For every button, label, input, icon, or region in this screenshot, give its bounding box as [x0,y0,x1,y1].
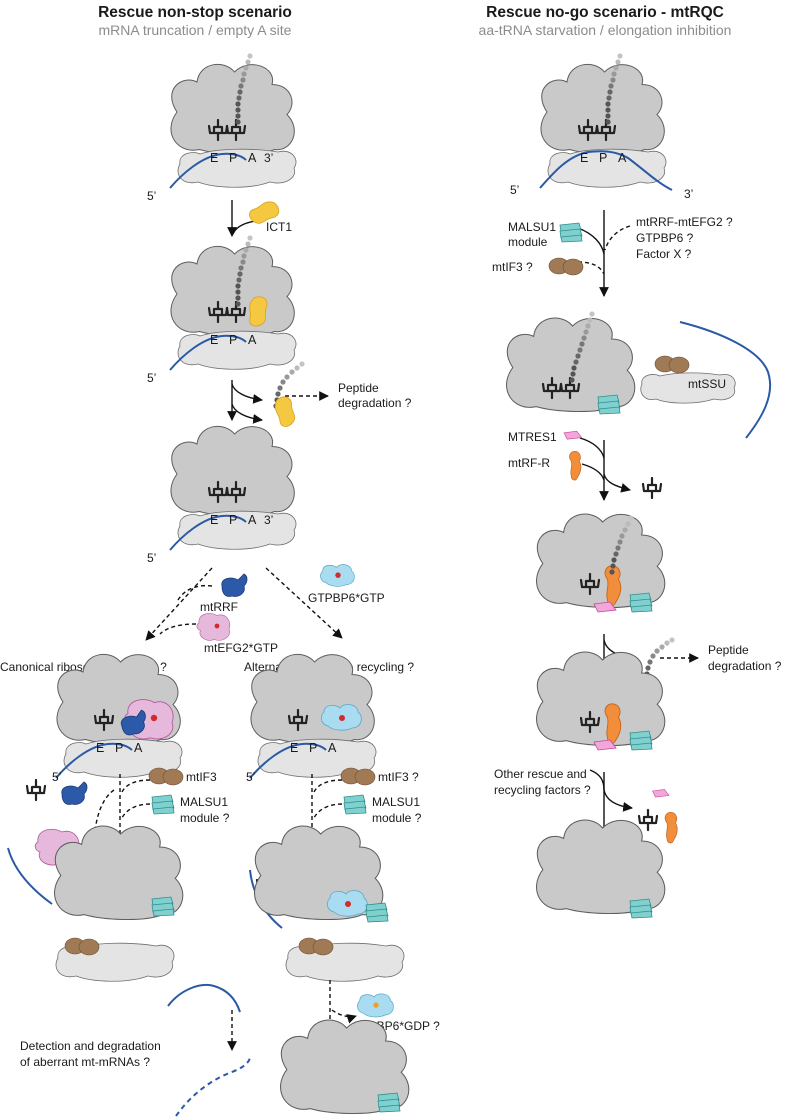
mtres1-label: MTRES1 [508,430,557,444]
ribosome-alternative-complex: E P A [249,653,377,779]
mtif3-protein-alt [340,767,376,786]
released-trna [25,778,47,802]
gtpbp6-q-label: GTPBP6 ? [636,231,694,245]
site-a: A [328,741,337,755]
mrna-5-end: 5’ [147,189,156,203]
gtpbp6-gtp-label: GTPBP6*GTP [308,591,385,605]
module-label-alt: module ? [372,811,422,825]
released-deacylated-trna [641,476,663,500]
malsu1-module [151,794,175,815]
ribosome-canonical-complex: E P A [55,653,183,779]
site-e: E [210,513,218,527]
site-a: A [618,151,627,165]
site-e: E [96,741,104,755]
mtif3-protein [148,767,184,786]
degradation-label: degradation ? [338,396,412,410]
released-mrna [7,847,53,905]
site-a: A [248,151,257,165]
gtpbp6-gtp-protein [320,564,355,587]
detection-label-1: Detection and degradation [20,1039,161,1053]
alternative-final-large-subunit [280,1019,410,1115]
mrna-5-end: 5’ [510,183,519,197]
non-stop-subtitle: mRNA truncation / empty A site [99,22,292,38]
released-mtrf-r [664,812,678,844]
site-p: P [115,741,123,755]
lsu-post-release-complex [536,651,666,751]
canonical-small-subunit [55,937,175,982]
site-p: P [229,151,237,165]
mrna-5-end: 5’ [147,371,156,385]
mrna-5-end-alternative: 5’ [246,770,255,784]
factor-x-label: Factor X ? [636,247,692,261]
released-trna-no-go [637,808,659,832]
ict1-label: ICT1 [266,220,292,234]
mtif3-q-label: mtIF3 ? [378,770,419,784]
mtssu-label: mtSSU [688,377,726,391]
malsu1-label-alt: MALSU1 [372,795,420,809]
alternative-large-subunit [254,825,389,923]
non-stop-title: Rescue non-stop scenario [98,4,292,21]
site-a: A [134,741,143,755]
site-e: E [210,151,218,165]
site-a: A [248,333,257,347]
free-large-subunit [536,819,666,919]
mtres1-protein [563,430,582,440]
peptide-label: Peptide [338,381,379,395]
site-e: E [580,151,588,165]
mrna-3-end: 3’ [264,513,273,527]
ribosome-post-release: E P A 3’ 5’ [147,425,297,565]
released-mtrrf [61,781,88,805]
mrna-5-end-canonical: 5’ [52,770,61,784]
alternative-small-subunit [285,937,405,982]
nascent-peptide [235,53,253,125]
other-factors-label-2: recycling factors ? [494,783,591,797]
degradation-label-no-go: degradation ? [708,659,782,673]
malsu1-label: MALSU1 [180,795,228,809]
mtif3-label: mtIF3 [186,770,217,784]
mrna-5-end: 5’ [147,551,156,565]
gtpbp6-gdp-protein [357,993,394,1018]
mtrrf-label: mtRRF [200,600,238,614]
ribosome-ict1-bound: E P A 5’ [147,235,297,385]
other-factors-label-1: Other rescue and [494,767,587,781]
malsu1-label-no-go: MALSU1 [508,220,556,234]
mtrf-r-protein [569,451,582,481]
mtefg2-gtp-label: mtEFG2*GTP [204,641,278,655]
released-mtres1 [652,789,670,798]
no-go-subtitle: aa-tRNA starvation / elongation inhibiti… [479,22,732,38]
site-e: E [290,741,298,755]
no-go-title: Rescue no-go scenario - mtRQC [486,4,724,21]
mtif3-q-label-no-go: mtIF3 ? [492,260,533,274]
site-p: P [229,513,237,527]
site-p: P [599,151,607,165]
ribosome-no-go-initial: E P A 5’ 3’ [510,53,693,201]
lsu-mtres1-mtrfr-complex [536,513,666,613]
malsu1-module-alt [343,794,367,815]
aberrant-mrna [167,984,241,1013]
degraded-mrna [175,1057,251,1117]
site-e: E [210,333,218,347]
malsu1-module-no-go [559,222,583,243]
module-label: module ? [180,811,230,825]
mtrf-r-label: mtRF-R [508,456,550,470]
released-mrna-no-go [679,321,772,439]
site-a: A [248,513,257,527]
mtrrf-protein [221,573,248,597]
lsu-peptidyl-trna [506,311,636,415]
detection-label-2: of aberrant mt-mRNAs ? [20,1055,150,1069]
site-p: P [309,741,317,755]
module-label-no-go: module [508,235,548,249]
mrna-3-end: 3’ [264,151,273,165]
mtefg2-protein [196,613,231,641]
site-p: P [229,333,237,347]
ribosome-non-stop-initial: E P A 3’ 5’ [147,53,297,203]
mrna-3-end: 3’ [684,187,693,201]
peptide-label-no-go: Peptide [708,643,749,657]
mtrrf-mtefg2-label: mtRRF-mtEFG2 ? [636,215,733,229]
mtif3-protein-no-go [548,257,584,276]
